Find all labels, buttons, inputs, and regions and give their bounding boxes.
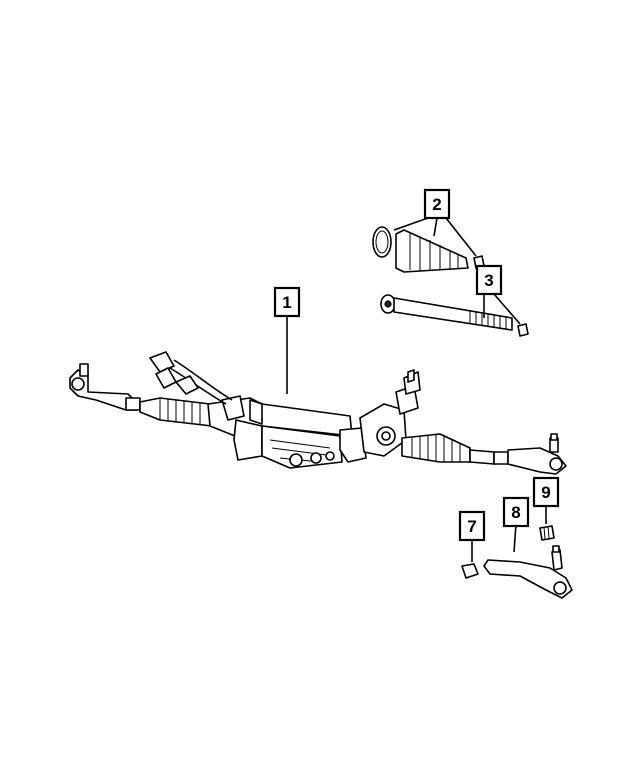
callout-label: 3: [484, 271, 493, 290]
right-bellows-boot: [401, 433, 471, 463]
left-bellows-boot: [139, 397, 213, 427]
callout-label: 9: [541, 483, 550, 502]
rack-housing: [207, 395, 367, 469]
outer-tie-rod-end: [483, 545, 573, 599]
callout-1: 1: [273, 286, 301, 318]
inner-boot: [395, 229, 469, 273]
steering-gear-assembly: [69, 351, 567, 475]
hex-nut: [461, 563, 479, 579]
pinion-housing: [359, 369, 421, 457]
callout-label: 2: [432, 195, 441, 214]
castle-nut: [539, 525, 555, 541]
callout-8: 8: [502, 496, 530, 528]
left-tie-rod-end: [69, 363, 141, 411]
inner-tie-rod: [380, 294, 529, 337]
right-tie-rod-end: [469, 433, 567, 475]
callout-7: 7: [458, 510, 486, 542]
wiring-connector: [149, 351, 233, 405]
jam-nut: [517, 323, 529, 337]
callout-3: 3: [475, 264, 503, 296]
callout-label: 7: [467, 517, 476, 536]
bellows-boot-kit: [372, 226, 485, 273]
callout-9: 9: [532, 476, 560, 508]
callout-label: 1: [282, 293, 291, 312]
leader-lines: [286, 217, 547, 562]
callout-label: 8: [511, 503, 520, 522]
callout-2: 2: [423, 188, 451, 220]
